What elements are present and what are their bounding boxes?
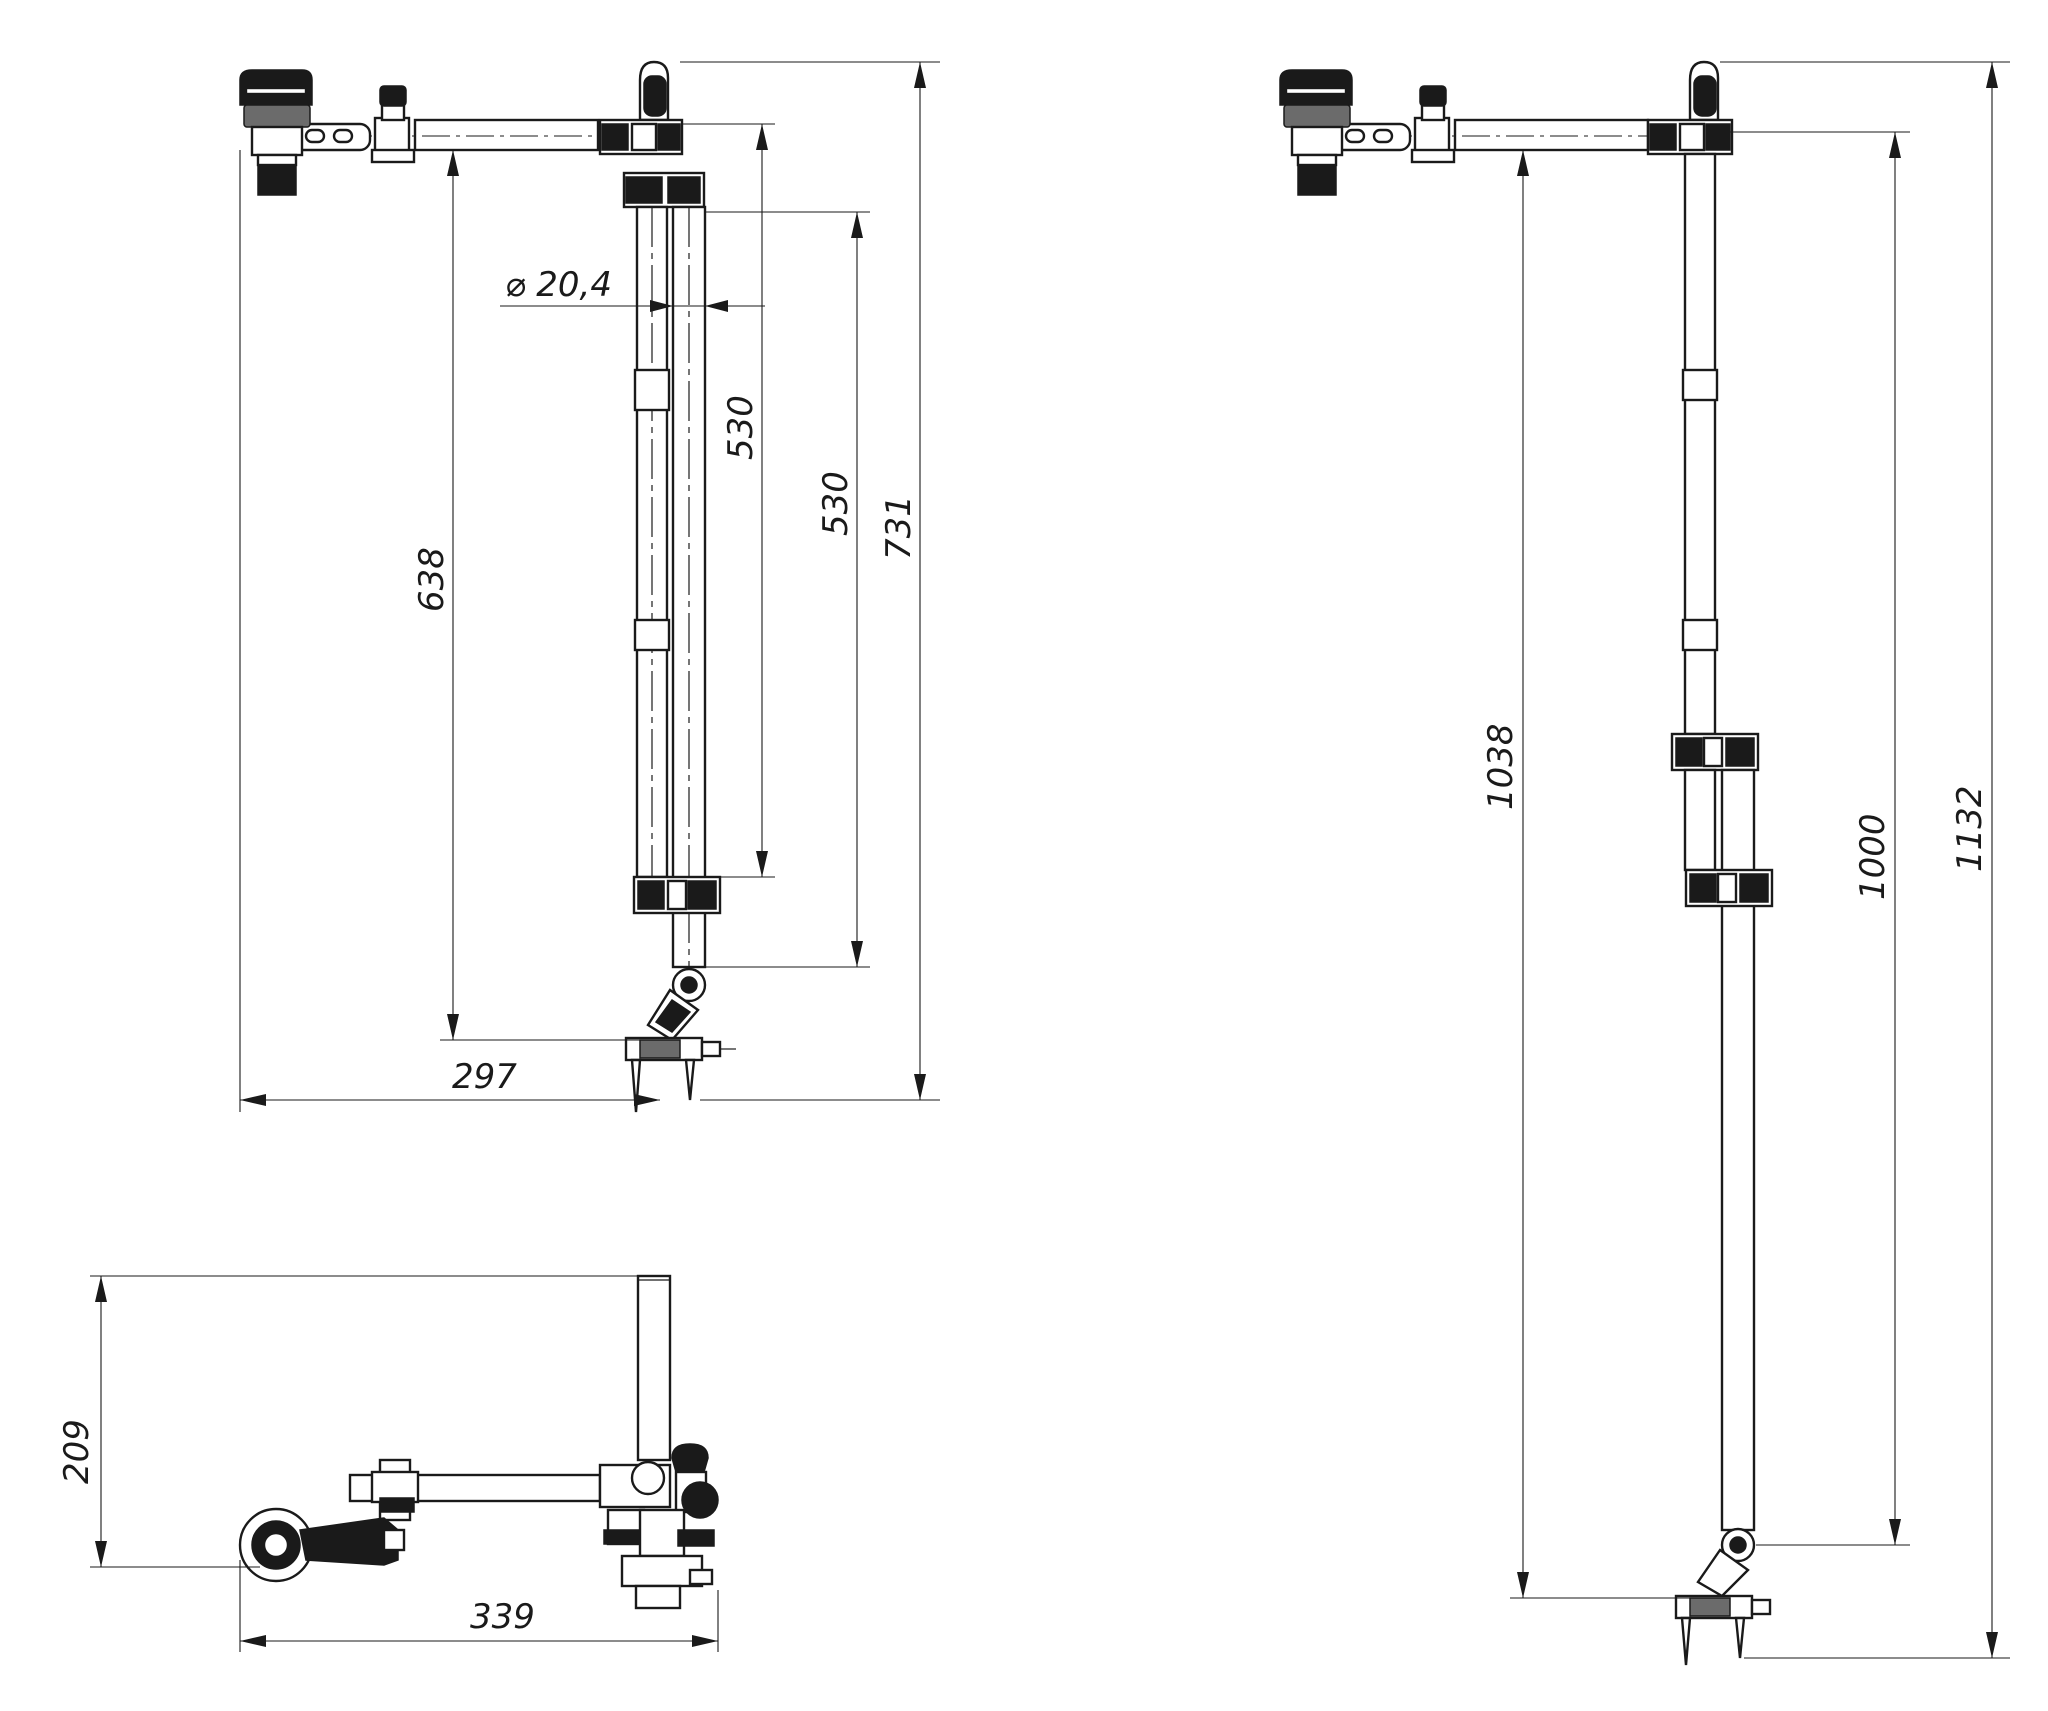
dimensions-front-collapsed <box>239 61 940 1112</box>
top-view-clamp-assembly <box>598 1443 719 1610</box>
rotary-head <box>239 69 313 196</box>
dim-label-total-height: 731 <box>879 495 919 560</box>
rotary-head-extended <box>1279 69 1353 196</box>
lower-clamp-extended <box>1684 868 1774 908</box>
middle-clamp-extended <box>1670 732 1760 772</box>
dim-label-top-width: 339 <box>470 1597 535 1637</box>
dim-label-top-depth: 209 <box>57 1419 97 1484</box>
upper-tube-extended <box>1681 152 1719 736</box>
top-view-tube <box>636 1274 672 1462</box>
dim-label-extended-total-height: 1132 <box>1950 785 1990 872</box>
inner-tube <box>633 205 671 879</box>
dim-label-arm-height: 638 <box>412 547 452 612</box>
dim-label-diameter: ⌀ 20,4 <box>505 265 612 305</box>
lower-clamp-block <box>632 875 722 915</box>
ground-spike-assembly <box>624 967 736 1113</box>
front-view-collapsed: ⌀ 20,4 530 530 731 638 297 <box>239 60 940 1113</box>
front-view-extended: 1038 1000 1132 <box>1279 60 2010 1666</box>
dim-label-reach: 297 <box>452 1057 517 1097</box>
dimensions-front-extended <box>1510 61 2010 1659</box>
dim-label-inner-tube-length: 530 <box>721 395 761 460</box>
dim-label-outer-tube-length: 530 <box>816 471 856 536</box>
top-clamp-extended <box>1646 60 1734 156</box>
outer-tube <box>671 205 707 969</box>
top-clamp-block <box>598 60 706 209</box>
dim-label-extended-arm-height: 1038 <box>1481 723 1521 810</box>
top-view: 209 339 <box>57 1274 719 1652</box>
top-view-rotary-head <box>238 1507 406 1583</box>
dim-label-extended-tube-length: 1000 <box>1853 813 1893 900</box>
dimensions-top-view <box>90 1275 719 1652</box>
ground-spike-extended <box>1674 1527 1772 1666</box>
